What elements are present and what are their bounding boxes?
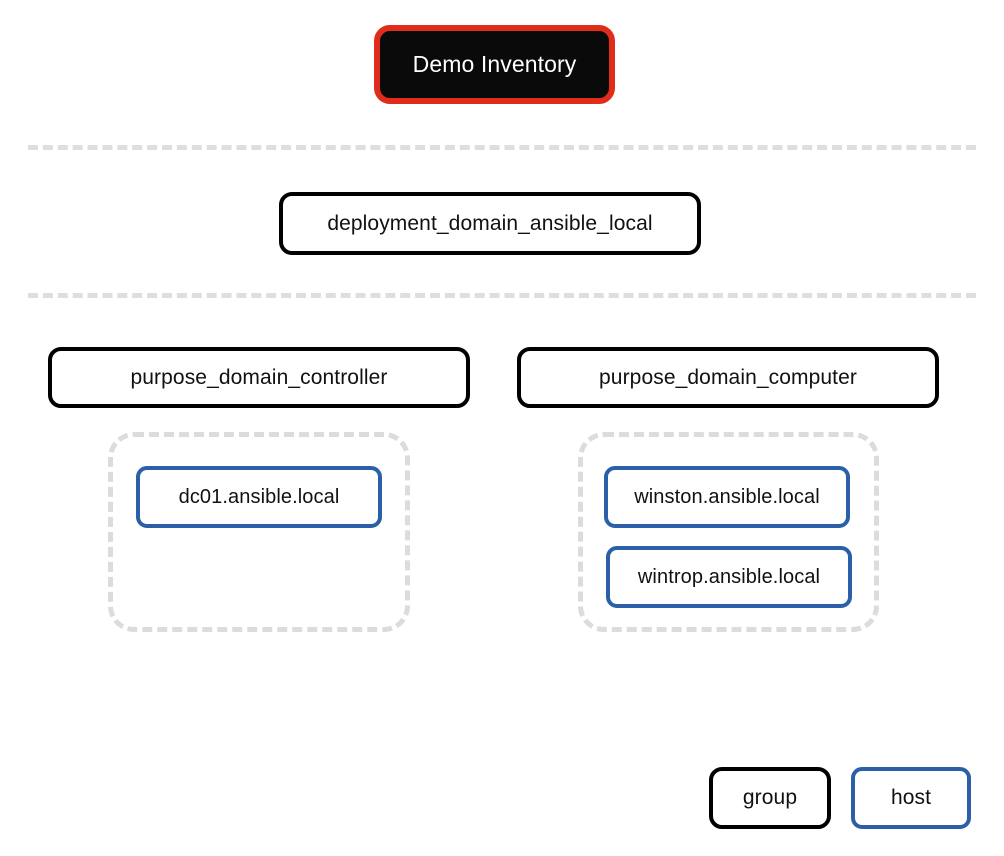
host-node-label: winston.ansible.local: [634, 485, 820, 508]
host-node-dc01-ansible-local[interactable]: dc01.ansible.local: [136, 466, 382, 528]
group-node-label: deployment_domain_ansible_local: [327, 211, 653, 235]
host-node-label: wintrop.ansible.local: [637, 565, 821, 588]
legend-item-group[interactable]: group: [709, 767, 831, 829]
inventory-root-node[interactable]: Demo Inventory: [374, 25, 615, 104]
host-node-winston-ansible-local[interactable]: winston.ansible.local: [604, 466, 850, 528]
host-container-purpose-domain-controller: [108, 432, 410, 632]
host-container-purpose-domain-computer: [578, 432, 879, 632]
legend: group host: [700, 760, 985, 845]
legend-group-label: group: [742, 786, 798, 809]
level-separator-1: [28, 145, 976, 150]
group-node-purpose-domain-computer[interactable]: purpose_domain_computer: [517, 347, 939, 408]
group-node-deployment-domain-ansible-local[interactable]: deployment_domain_ansible_local: [279, 192, 701, 255]
legend-host-label: host: [890, 786, 932, 809]
legend-item-host[interactable]: host: [851, 767, 971, 829]
group-node-label: purpose_domain_controller: [130, 365, 388, 389]
inventory-root-label: Demo Inventory: [412, 51, 577, 77]
group-node-purpose-domain-controller[interactable]: purpose_domain_controller: [48, 347, 470, 408]
host-node-label: dc01.ansible.local: [178, 485, 340, 508]
host-node-wintrop-ansible-local[interactable]: wintrop.ansible.local: [606, 546, 852, 608]
level-separator-2: [28, 293, 976, 298]
group-node-label: purpose_domain_computer: [599, 365, 857, 389]
